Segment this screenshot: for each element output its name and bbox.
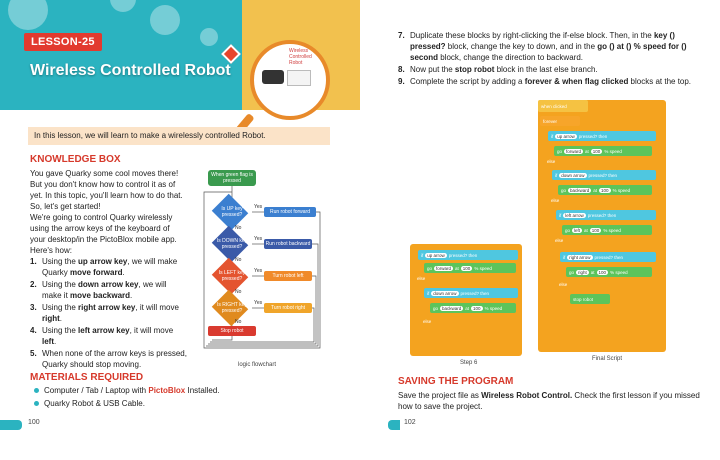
flow-no-label: No [235, 319, 242, 325]
list-item: Quarky Robot & USB Cable. [34, 399, 145, 408]
knowledge-box-heading: KNOWLEDGE BOX [30, 154, 121, 165]
flow-yes-label: Yes [254, 236, 263, 242]
step6-caption: Step 6 [460, 360, 478, 366]
when-flag-clicked-block: when clicked [538, 100, 588, 112]
lesson-title: Wireless Controlled Robot [30, 62, 231, 79]
flow-no-label: No [235, 225, 242, 231]
page-number: 100 [28, 419, 40, 426]
list-item: 8.Now put the stop robot block in the la… [398, 65, 598, 74]
list-item: 7.Duplicate these blocks by right-clicki… [398, 31, 687, 62]
flow-decision-up: Is UP key pressed? [211, 193, 252, 231]
else-label: else [559, 282, 568, 287]
flow-decision-right: Is RIGHT key pressed? [211, 289, 252, 327]
forever-block: forever [540, 116, 580, 126]
page-number-tab [388, 420, 400, 430]
list-item: 4.Using the left arrow key, it will move… [30, 326, 174, 346]
stop-robot-block: stop robot [570, 294, 610, 304]
flow-yes-label: Yes [254, 300, 263, 306]
lesson-intro: In this lesson, we will learn to make a … [28, 127, 330, 145]
flow-decision-left: Is LEFT key pressed? [211, 257, 252, 295]
knowledge-steps: 1.Using the up arrow key, we will make Q… [30, 256, 188, 371]
logic-flowchart: When green flag is pressed Is UP key pre… [200, 168, 326, 358]
controller-icon [287, 70, 311, 86]
flow-action-right: Turn robot right [264, 303, 312, 313]
robot-image-label: Wireless Controlled Robot [289, 48, 312, 66]
else-label: else [551, 198, 560, 203]
flow-action-backward: Run robot backward [264, 239, 312, 249]
instruction-steps: 7.Duplicate these blocks by right-clicki… [398, 30, 698, 88]
else-label: else [555, 238, 564, 243]
robot-icon [262, 70, 284, 84]
list-item: 9.Complete the script by adding a foreve… [398, 77, 692, 86]
lesson-number-tag: LESSON-25 [24, 33, 102, 51]
knowledge-para-2: We're going to control Quarky wirelessly… [30, 213, 177, 244]
list-item: 5.When none of the arrow keys is pressed… [30, 349, 187, 369]
list-item: 2.Using the down arrow key, we will make… [30, 280, 167, 300]
flow-action-stop: Stop robot [208, 326, 256, 336]
flowchart-caption: logic flowchart [238, 362, 277, 368]
saving-heading: SAVING THE PROGRAM [398, 376, 514, 387]
list-item: 1.Using the up arrow key, we will make Q… [30, 257, 178, 277]
saving-text: Save the project file as Wireless Robot … [398, 391, 700, 411]
heres-how: Here's how: [30, 246, 72, 255]
left-page: LESSON-25 Wireless Controlled Robot Wire… [0, 0, 360, 430]
else-label: else [547, 159, 556, 164]
flow-no-label: No [235, 289, 242, 295]
page-number-tab [0, 420, 22, 430]
else-label: else [423, 319, 432, 324]
flow-no-label: No [235, 257, 242, 263]
flow-action-forward: Run robot forward [264, 207, 316, 217]
flow-yes-label: Yes [254, 268, 263, 274]
list-item: Computer / Tab / Laptop with PictoBlox I… [34, 386, 220, 395]
list-item: 3.Using the right arrow key, it will mov… [30, 303, 179, 323]
step6-script [410, 244, 522, 356]
else-label: else [417, 276, 426, 281]
page-number: 102 [404, 419, 416, 426]
right-page: 7.Duplicate these blocks by right-clicki… [360, 0, 720, 460]
knowledge-para-1: You gave Quarky some cool moves there! B… [30, 169, 183, 211]
flow-decision-down: Is DOWN key pressed? [211, 225, 252, 263]
materials-heading: MATERIALS REQUIRED [30, 372, 144, 383]
final-script-caption: Final Script [592, 356, 623, 362]
flow-yes-label: Yes [254, 204, 263, 210]
flow-start: When green flag is pressed [208, 170, 256, 186]
flow-action-left: Turn robot left [264, 271, 312, 281]
